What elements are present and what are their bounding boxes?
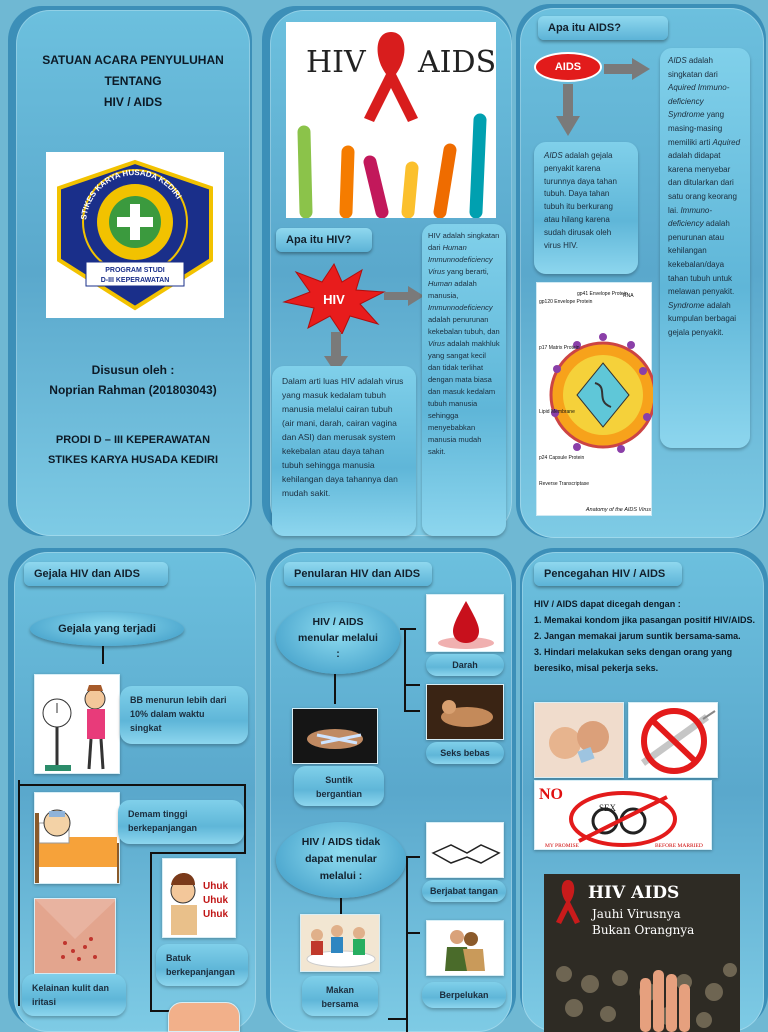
poster-line1: Jauhi Virusnya	[590, 907, 681, 921]
prevention-heading: Pencegahan HIV / AIDS	[534, 562, 682, 586]
diagram-caption: Anatomy of the AIDS Virus	[585, 507, 651, 513]
fever-image	[34, 792, 120, 884]
no-syringe-image	[628, 702, 718, 778]
aids-arrow-down-icon	[556, 84, 580, 141]
aids-arrow-right-icon	[604, 58, 650, 85]
label-p24: p24 Capsule Protein	[539, 455, 585, 461]
cough-text-3: Uhuk	[203, 909, 228, 920]
prevention-panel: Pencegahan HIV / AIDS HIV / AIDS dapat d…	[522, 552, 764, 1032]
prevention-intro: HIV / AIDS dapat dicegah dengan :	[534, 599, 681, 609]
what-is-hiv-heading: Apa itu HIV?	[276, 228, 372, 252]
prevention-item: 3. Hindari melakukan seks dengan orang y…	[534, 647, 733, 673]
weight-loss-image	[34, 674, 120, 774]
poster-title: HIV AIDS	[588, 883, 679, 903]
cannot-transmit-title: HIV / AIDS tidak dapat menular melalui :	[276, 822, 406, 898]
eating-together-image	[300, 914, 380, 972]
what-is-aids-heading: Apa itu AIDS?	[538, 16, 668, 40]
free-sex-image	[426, 684, 504, 740]
no-sign-no: NO	[539, 786, 563, 803]
mouth-image	[168, 1002, 240, 1032]
aids-panel: Apa itu AIDS? AIDS AIDS adalah gejala pe…	[520, 8, 764, 538]
prevention-list: HIV / AIDS dapat dicegah dengan : 1. Mem…	[534, 596, 758, 676]
label-reverse-transcriptase: Reverse Transcriptase	[539, 481, 589, 487]
can-item-syringe: Suntik bergantian	[294, 766, 384, 806]
shared-syringe-image	[292, 708, 378, 764]
label-rna: RNA	[623, 293, 634, 299]
label-gp41: gp41 Envelope Protein	[577, 291, 628, 297]
arrow-down-icon	[324, 332, 348, 379]
handshake-image	[426, 822, 504, 878]
symptoms-heading: Gejala HIV dan AIDS	[24, 562, 168, 586]
condom-image	[534, 702, 624, 778]
hiv-panel: HIV AIDS Apa itu HIV? HIV HIV adalah sin…	[270, 10, 512, 536]
symptoms-root: Gejala yang terjadi	[30, 612, 184, 646]
virus-anatomy-diagram: gp120 Envelope Protein gp41 Envelope Pro…	[536, 282, 657, 516]
hiv-broad-meaning-box: Dalam arti luas HIV adalah virus yang ma…	[272, 366, 416, 536]
aids-definition-box: AIDS adalah singkatan dari Aquired Immun…	[660, 48, 750, 448]
label-p17: p17 Matrix Protein	[539, 345, 580, 351]
symptom-fever: Demam tinggi berkepanjangan	[118, 800, 244, 844]
blood-drop-image	[426, 594, 504, 652]
author-label: Disusun oleh :	[91, 363, 175, 377]
cannot-item-handshake: Berjabat tangan	[422, 880, 506, 902]
arrow-right-icon	[384, 286, 424, 311]
burst-label: HIV	[323, 292, 345, 307]
cannot-item-eating: Makan bersama	[302, 976, 378, 1016]
hiv-aids-poster: HIV AIDS Jauhi Virusnya Bukan Orangnya	[544, 874, 740, 1032]
poster-line2: Bukan Orangnya	[592, 923, 694, 937]
logo-banner-line1: PROGRAM STUDI	[105, 267, 165, 274]
cough-text-2: Uhuk	[203, 895, 228, 906]
aids-badge: AIDS	[534, 52, 602, 82]
cough-text-1: Uhuk	[203, 881, 228, 892]
transmission-heading: Penularan HIV dan AIDS	[284, 562, 432, 586]
label-gp120: gp120 Envelope Protein	[539, 299, 593, 305]
can-item-blood: Darah	[426, 654, 504, 676]
skin-rash-image	[34, 898, 116, 974]
author-name: Noprian Rahman (201803043)	[49, 383, 217, 397]
symptom-skin: Kelainan kulit dan iritasi	[22, 974, 126, 1016]
institution-name: STIKES KARYA HUSADA KEDIRI	[47, 454, 219, 466]
cover-title: SATUAN ACARA PENYULUHAN TENTANG HIV / AI…	[42, 53, 224, 109]
no-sex-sign: NO SEX MY PROMISE BEFORE MARRIED	[534, 780, 712, 850]
hiv-burst: HIV	[282, 262, 386, 336]
prevention-item: 1. Memakai kondom jika pasangan positif …	[534, 615, 756, 625]
can-transmit-title: HIV / AIDS menular melalui :	[276, 602, 400, 674]
prevention-item: 2. Jangan memakai jarum suntik bersama-s…	[534, 631, 741, 641]
program-name: PRODI D – III KEPERAWATAN	[55, 434, 211, 446]
transmission-panel: Penularan HIV dan AIDS HIV / AIDS menula…	[270, 552, 512, 1032]
label-lipid: Lipid Membrane	[539, 409, 575, 415]
aids-symptom-box: AIDS adalah gejala penyakit karena turun…	[534, 142, 638, 274]
no-sign-right: BEFORE MARRIED	[655, 843, 703, 849]
cannot-item-hugging: Berpelukan	[422, 982, 506, 1008]
logo-banner-line2: D-III KEPERAWATAN	[101, 277, 170, 284]
no-sign-left: MY PROMISE	[545, 843, 580, 849]
symptoms-panel: Gejala HIV dan AIDS Gejala yang terjadi …	[14, 552, 256, 1032]
institution-logo: PROGRAM STUDI D-III KEPERAWATAN STIKES K…	[46, 152, 224, 318]
cover-panel: SATUAN ACARA PENYULUHAN TENTANG HIV / AI…	[16, 10, 250, 536]
symptom-weight-loss: BB menurun lebih dari 10% dalam waktu si…	[120, 686, 248, 744]
hiv-aids-banner: HIV AIDS	[286, 22, 496, 219]
hugging-image	[426, 920, 504, 976]
banner-hiv-text: HIV	[306, 45, 367, 80]
program-block: PRODI D – III KEPERAWATAN STIKES KARYA H…	[16, 430, 250, 470]
hiv-definition-box: HIV adalah singkatan dari Human Immunnod…	[422, 224, 506, 536]
author-block: Disusun oleh : Noprian Rahman (201803043…	[16, 360, 250, 400]
banner-aids-text: AIDS	[417, 45, 496, 80]
symptom-cough: Batuk berkepanjangan	[156, 944, 248, 986]
can-item-free-sex: Seks bebas	[426, 742, 504, 764]
